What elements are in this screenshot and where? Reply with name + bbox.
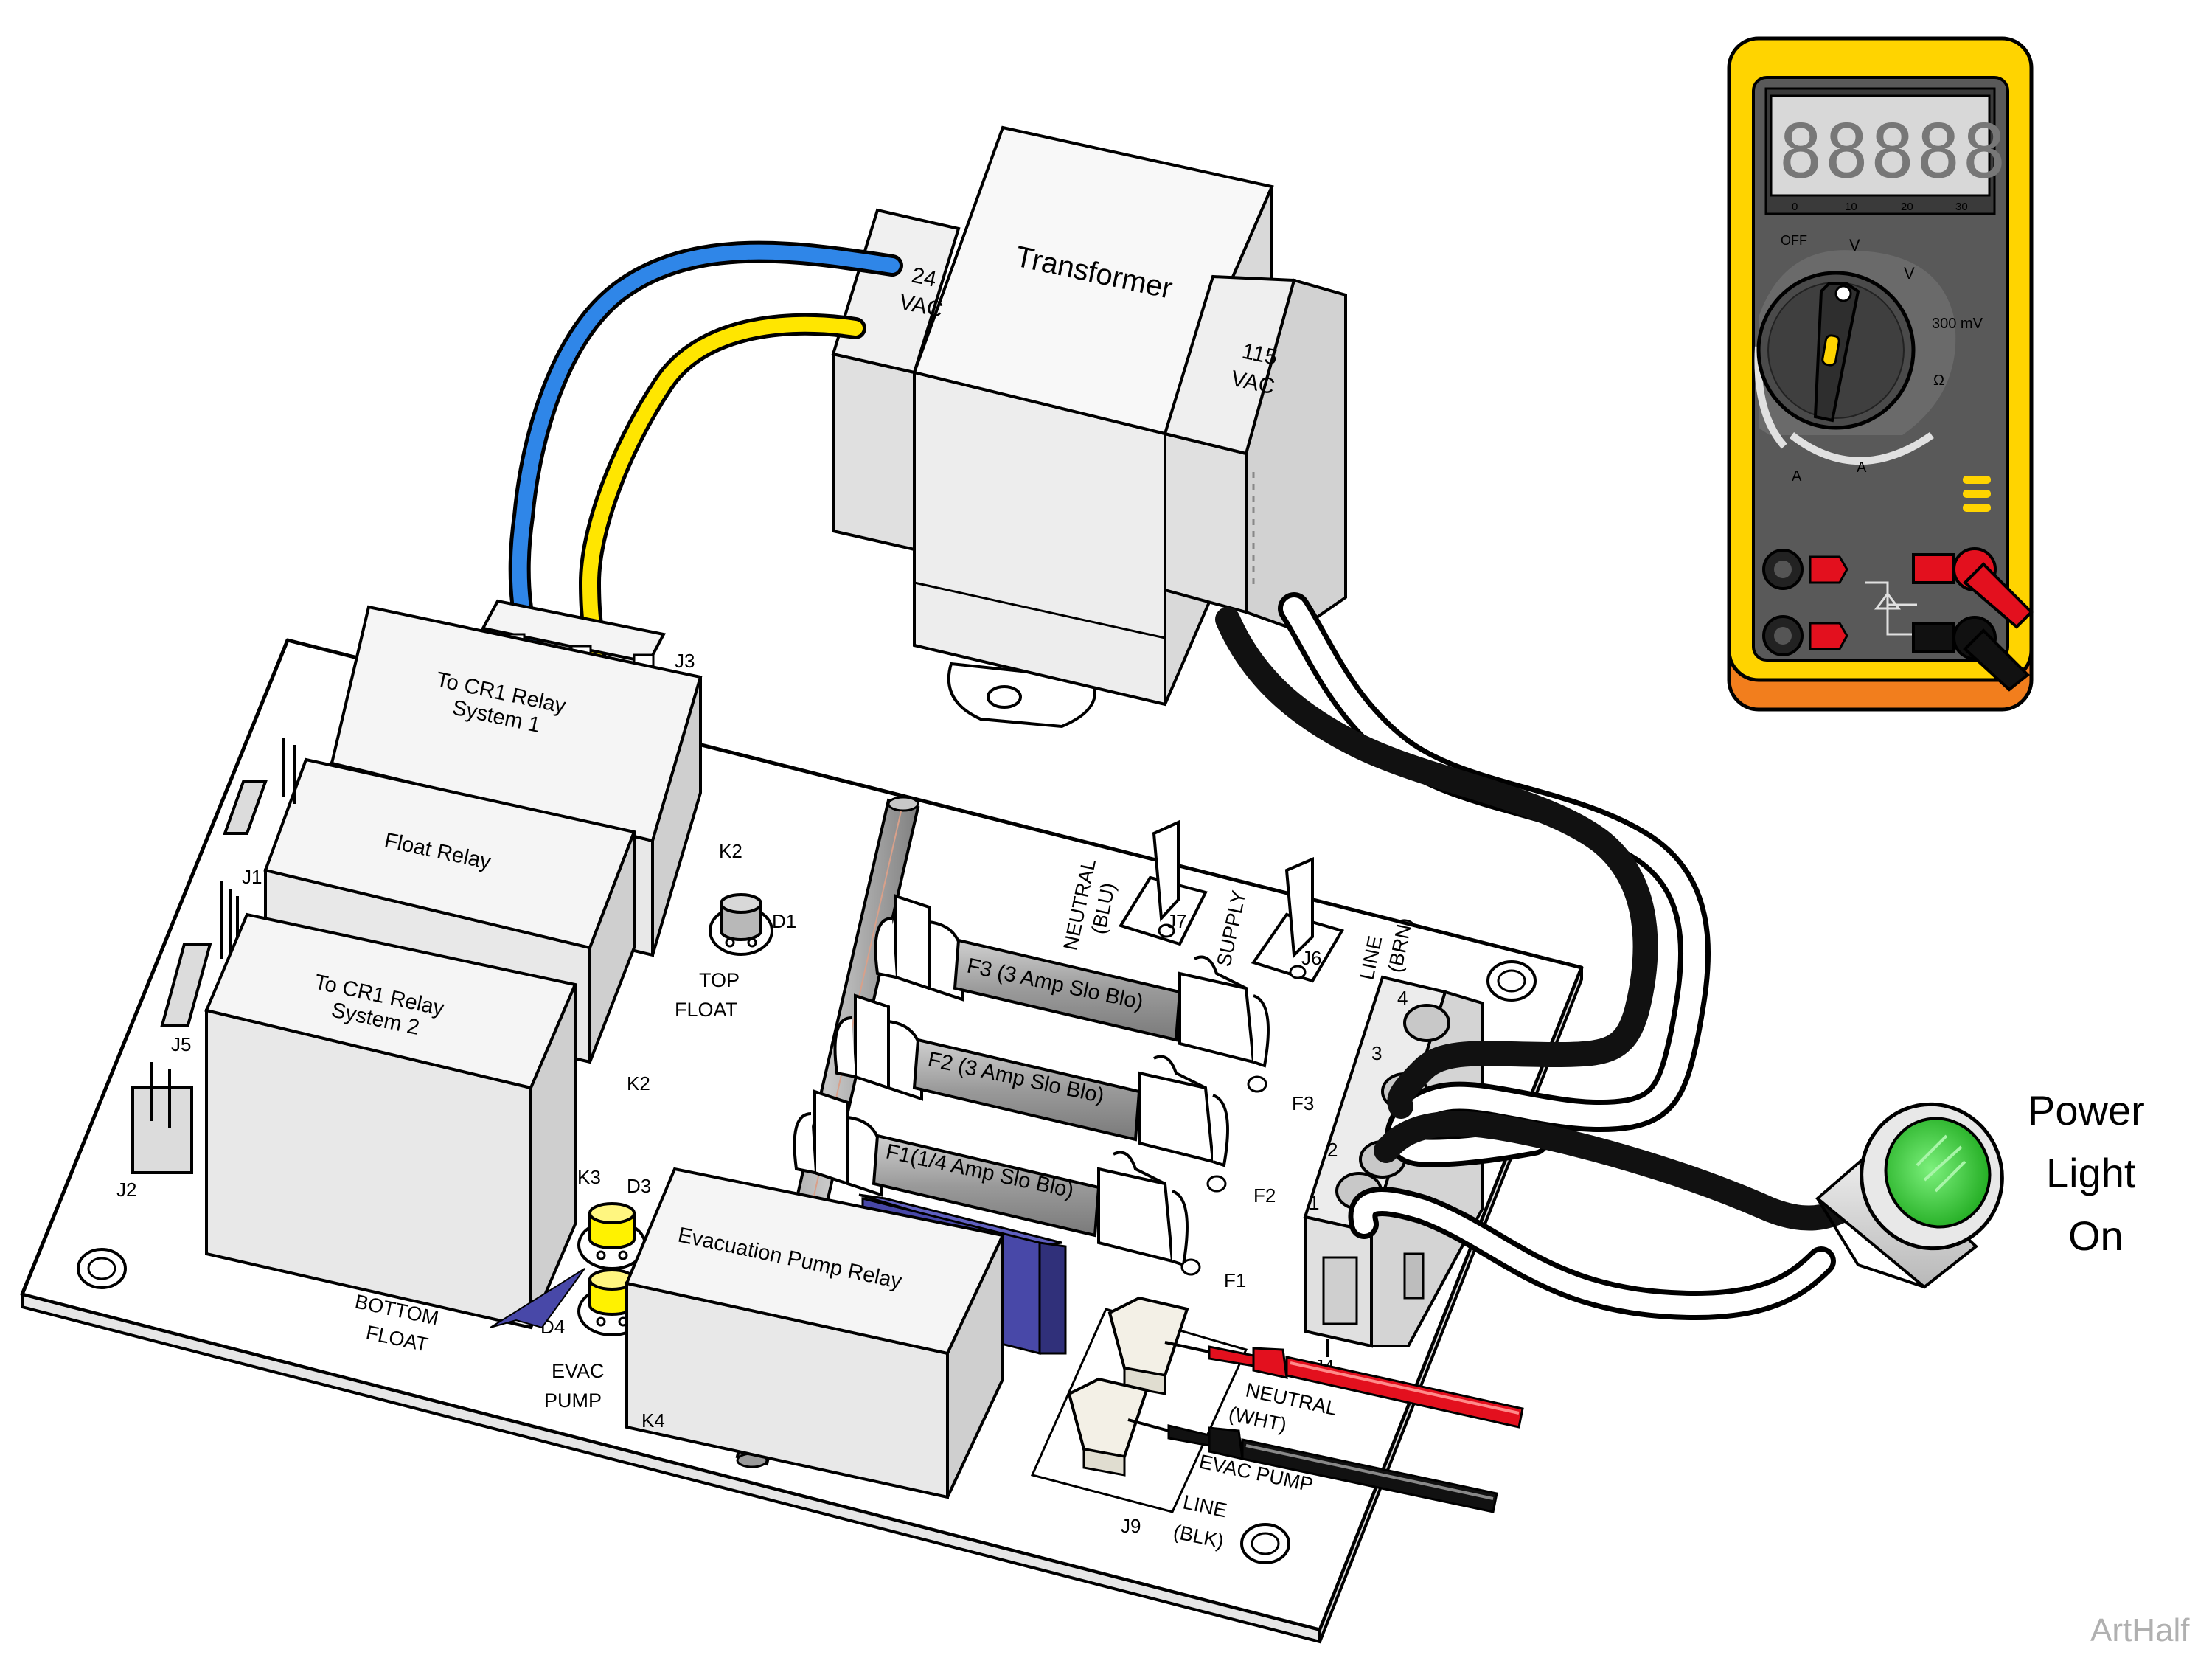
k3-label: K3: [577, 1166, 601, 1188]
wire-yellow: [582, 316, 863, 656]
pin1-label: 1: [1309, 1192, 1319, 1214]
watermark: ArtHalf: [2090, 1612, 2190, 1648]
j7-label: J7: [1166, 910, 1186, 932]
off-label: OFF: [1781, 233, 1807, 248]
ohms-label: Ω: [1933, 372, 1944, 389]
multimeter: 88888 0 10 20 30 OFF V V 300 mV Ω A A: [1727, 36, 2034, 712]
d3-led: K3 D3: [577, 1166, 651, 1270]
j2-label: J2: [116, 1179, 136, 1201]
millivolts-label: 300 mV: [1932, 316, 1983, 332]
power-light-line2: Light: [2046, 1150, 2136, 1196]
low-voltage-wires: [508, 240, 903, 660]
relay-evac-pump: Evacuation Pump Relay K4: [625, 1167, 1005, 1499]
red-test-probe[interactable]: [1164, 1341, 1524, 1429]
top-float-line1: TOP: [699, 969, 740, 991]
d3-label: D3: [627, 1175, 651, 1197]
j1-header: J1: [223, 738, 296, 888]
j6-label: J6: [1301, 947, 1321, 969]
scale-0: 0: [1792, 201, 1798, 213]
ac-volts-label: V: [1849, 236, 1860, 254]
k2-top-label: K2: [719, 840, 742, 862]
mounting-hole: [1486, 960, 1537, 1002]
j9-label: J9: [1121, 1515, 1141, 1537]
j3-label: J3: [675, 650, 695, 672]
j6-terminal: J6 LINE (BRN): [1251, 856, 1416, 983]
d1-top-float: D1 TOP FLOAT: [675, 893, 796, 1021]
k4-label: K4: [641, 1409, 665, 1432]
secondary-value: 24: [910, 263, 939, 292]
scale-10: 10: [1845, 201, 1857, 213]
mounting-hole: [77, 1248, 127, 1289]
dc-volts-label: V: [1904, 264, 1915, 282]
f2-label: F2: [1253, 1184, 1276, 1207]
power-light-line3: On: [2068, 1212, 2124, 1259]
scale-30: 30: [1955, 201, 1968, 213]
scale-20: 20: [1901, 201, 1913, 213]
ac-amps-label: A: [1857, 459, 1867, 476]
pin4-label: 4: [1397, 987, 1408, 1009]
d1-label: D1: [772, 910, 796, 932]
relay-cr1-system2: To CR1 Relay System 2: [204, 912, 577, 1330]
evac-pump-line2: PUMP: [544, 1389, 602, 1412]
k2-side-label: K2: [627, 1072, 650, 1094]
mounting-hole: [1240, 1523, 1290, 1564]
pin3-label: 3: [1371, 1042, 1382, 1064]
fuse-f2: F2 (3 Amp Slo Blo) F2: [833, 993, 1276, 1207]
pin2-label: 2: [1327, 1139, 1338, 1161]
j1-label: J1: [242, 866, 262, 888]
evac-pump-line1: EVAC: [552, 1360, 605, 1382]
wire-black-line: [1215, 607, 1658, 1119]
meter-digits: 88888: [1778, 108, 2008, 195]
transformer: Transformer 24 VAC 115 VAC: [831, 125, 1347, 729]
power-light-line1: Power: [2028, 1087, 2145, 1134]
black-test-probe[interactable]: [1127, 1418, 1498, 1513]
dc-amps-label: A: [1792, 468, 1802, 485]
j5-label: J5: [171, 1033, 191, 1055]
top-float-line2: FLOAT: [675, 999, 737, 1021]
power-wires: [1215, 592, 1856, 1321]
wire-blue: [512, 244, 900, 649]
f1-label: F1: [1224, 1269, 1246, 1291]
f3-label: F3: [1292, 1092, 1314, 1114]
j2-header: J2: [116, 1062, 193, 1201]
power-light: Power Light On: [1815, 1087, 2145, 1289]
